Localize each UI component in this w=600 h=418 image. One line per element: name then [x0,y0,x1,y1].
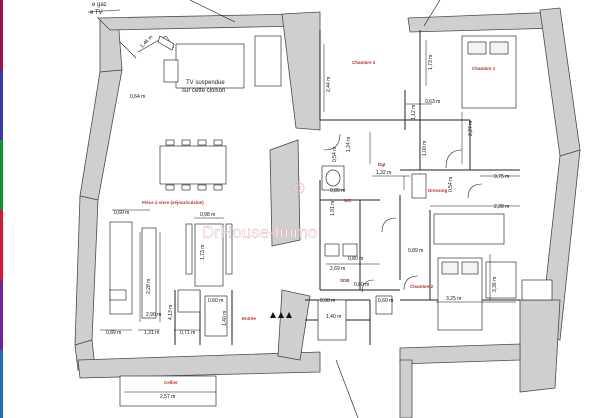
room-label-chambre-3: Chambre 3 [352,60,376,65]
gas-note-line1: e gaz [92,2,107,8]
dim-0-90: 0,90 m [320,298,335,304]
room-label-cellier: Cellier [164,380,178,385]
left-edge-strip [0,0,3,418]
room-label-chambre-1: Chambre 1 [472,66,496,71]
dim-2-28-dressing: 2,28 m [494,204,509,210]
room-label-piece-a-vivre: Pièce à vivre (séjour/cuisine) [142,200,204,205]
room-label-wc: WC [344,198,352,203]
leader-lines [87,0,441,418]
dim-0-89-wc: 0,89 m [330,188,345,194]
dim-1-12: 1,12 m [411,105,417,120]
dim-0-54-dressing: 0,54 m [448,177,454,192]
dim-1-00: 1,00 m [422,141,428,156]
dim-3-25: 3,25 m [446,296,461,302]
dim-0-64: 0,64 m [130,94,145,100]
dim-0-71: 0,71 m [180,330,195,336]
dim-1-24: 1,24 m [346,137,352,152]
dim-2-69: 2,69 m [330,266,345,272]
dim-3-36: 3,36 m [492,277,498,292]
dim-0-60-kitchen: 0,60 m [114,210,129,216]
dimension-lines [100,40,520,393]
dim-0-89-kitchen: 0,89 m [106,330,121,336]
dim-1-73: 1,73 m [428,55,434,70]
dim-1-31: 1,31 m [144,330,159,336]
interior-partitions [174,30,520,345]
dim-0-80-sdb: 0,80 m [348,256,363,262]
gas-note-line2: e TV [90,10,103,16]
watermark-symbol: © [292,179,305,198]
dim-0-60-sdb: 0,60 m [378,298,393,304]
tv-note-line1: TV suspendue [186,80,225,86]
room-label-dressing: Dressing [428,188,448,193]
dim-0-98: 0,98 m [200,212,215,218]
dim-4-13: 4,13 m [168,305,174,320]
exterior-walls [74,7,581,418]
dim-2-27: 2,27 m [468,121,474,136]
room-label-chambre-2: Chambre 2 [410,284,434,289]
dim-0-63: 0,63 m [425,99,440,105]
room-label-sdb: SDB [340,278,350,283]
dim-2-57: 2,57 m [160,394,175,400]
dim-2-90: 2,90 m [146,312,161,318]
dim-2-28-kitchen: 2,28 m [146,279,152,294]
dim-0-54-wc: 0,54 m [332,147,338,162]
dim-1-91: 1,91 m [330,201,336,216]
dim-0-80-entry: 0,80 m [354,282,369,288]
room-label-entree: Entrée [242,316,257,321]
doors [137,35,483,293]
dim-1-40-entry: 1,40 m [222,311,228,326]
dim-1-73-living: 1,73 m [200,245,206,260]
dim-1-40-sdb: 1,40 m [326,314,341,320]
room-label-dgt: Dgt [378,162,386,167]
dim-0-60-entry: 0,60 m [208,298,223,304]
entry-markers [270,312,292,318]
dim-0-75: 0,75 m [494,174,509,180]
dining-chairs [165,139,223,191]
dim-1-32: 1,32 m [376,170,391,176]
furniture [109,35,553,407]
dim-2-44: 2,44 m [326,77,332,92]
tv-note-line2: sur cette cloison [182,88,225,94]
dim-0-89-hall: 0,89 m [408,248,423,254]
watermark-text: DrHouse-Immo [202,223,317,242]
